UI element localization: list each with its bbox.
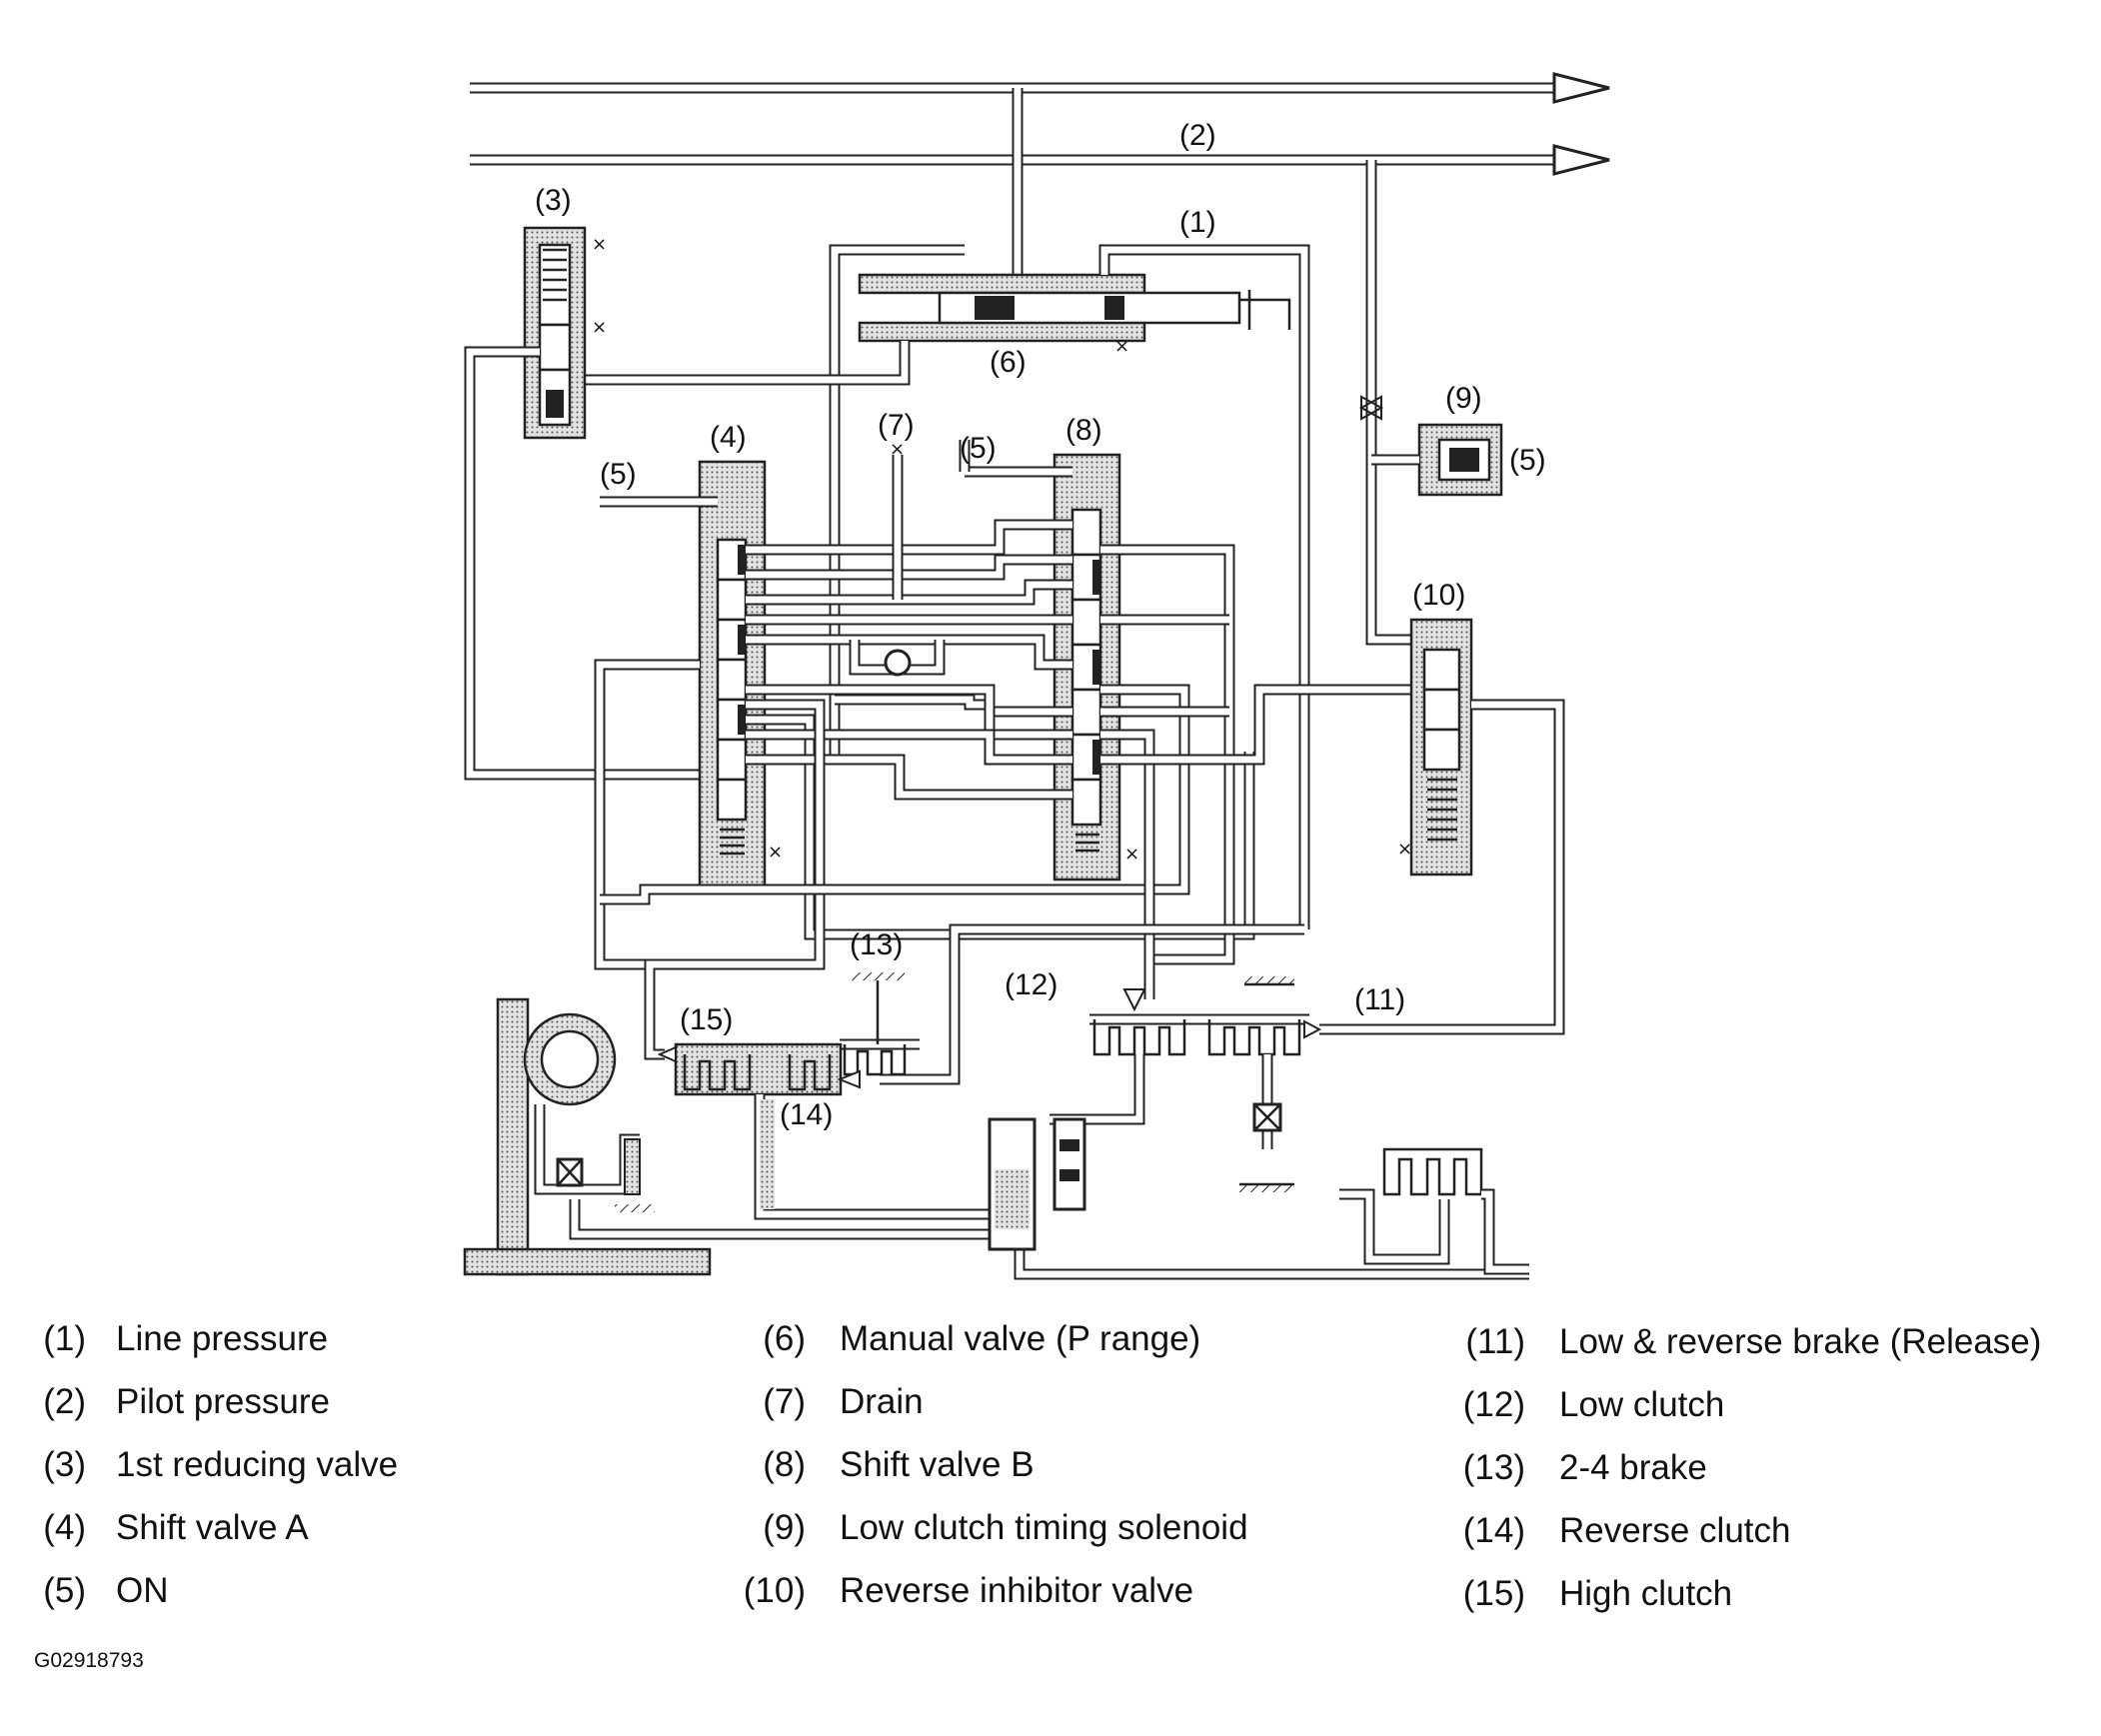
arrow-right-icon: [657, 1045, 677, 1063]
legend-text: Low & reverse brake (Release): [1559, 1322, 2042, 1361]
low-clutch-timing-solenoid: [1371, 423, 1503, 497]
legend-text: Low clutch: [1559, 1385, 1725, 1424]
interconnect-pipes: [594, 455, 1419, 1085]
callout-5: (5): [600, 458, 637, 491]
callout-5: (5): [1509, 444, 1546, 477]
callout-3: (3): [535, 184, 572, 217]
drain-x-icon: ×: [768, 842, 783, 863]
drain-on-pipes: ×: [890, 439, 971, 600]
shift-valve-b: ×: [965, 453, 1139, 881]
callout-6: (6): [990, 346, 1027, 379]
legend-number: (7): [763, 1382, 806, 1421]
legend-number: (5): [43, 1571, 86, 1610]
check-ball-icon: [884, 649, 912, 677]
legend-number: (3): [43, 1445, 86, 1484]
drain-x-icon: ×: [592, 234, 607, 255]
high-and-reverse-clutch: [657, 1042, 1030, 1220]
legend-text: ON: [116, 1571, 169, 1610]
legend-text: Manual valve (P range): [840, 1319, 1201, 1358]
callout-labels: (2) (1) (3) (6) (7) (4) (5) (5) (8) (9) …: [535, 119, 1546, 1131]
drain-x-icon: ×: [1397, 839, 1412, 860]
legend-text: Shift valve B: [840, 1445, 1035, 1484]
callout-7: (7): [878, 409, 915, 442]
legend-text: Reverse inhibitor valve: [840, 1571, 1194, 1610]
arrow-left-icon: [1303, 1019, 1322, 1039]
first-reducing-valve: × ×: [464, 226, 700, 781]
arrow-down-icon: [1122, 988, 1146, 1012]
legend-number: (1): [43, 1319, 86, 1358]
figure-id: G02918793: [34, 1649, 144, 1672]
legend-text: Pilot pressure: [116, 1382, 330, 1421]
callout-12: (12): [1005, 968, 1057, 1001]
callout-5: (5): [960, 432, 997, 465]
legend-number: (2): [43, 1382, 86, 1421]
lower-right-piston: [1339, 1147, 1529, 1275]
low-clutch-and-brake-pack: [1050, 976, 1322, 1192]
callout-1: (2): [1179, 119, 1216, 152]
legend-text: Reverse clutch: [1559, 1511, 1791, 1550]
callout-15: (15): [680, 1003, 733, 1036]
legend-text: Drain: [840, 1382, 924, 1421]
drain-x-icon: ×: [1124, 844, 1139, 865]
legend-text: Low clutch timing solenoid: [840, 1508, 1248, 1547]
legend-number: (6): [763, 1319, 806, 1358]
legend-number: (10): [743, 1571, 806, 1610]
legend-text: High clutch: [1559, 1574, 1733, 1613]
drain-x-icon: ×: [1114, 336, 1129, 357]
callout-8: (8): [1065, 414, 1102, 447]
top-supply-lines: [470, 72, 1610, 646]
legend-text: Shift valve A: [116, 1508, 309, 1547]
legend-text: Line pressure: [116, 1319, 329, 1358]
legend-number: (13): [1462, 1448, 1525, 1487]
drain-x-icon: ×: [592, 317, 607, 338]
arrow-right-icon: [1552, 72, 1610, 104]
legend-number: (14): [1462, 1511, 1525, 1550]
accumulator-block: [988, 1117, 1086, 1251]
legend-text: 1st reducing valve: [116, 1445, 399, 1484]
legend-text: 2-4 brake: [1559, 1448, 1707, 1487]
manual-valve: ×: [570, 244, 1310, 929]
callout-14: (14): [780, 1098, 833, 1131]
callout-11: (11): [1354, 983, 1405, 1016]
legend-number: (11): [1465, 1322, 1525, 1361]
callout-13: (13): [850, 928, 903, 961]
legend-number: (8): [763, 1445, 806, 1484]
legend-number: (15): [1462, 1574, 1525, 1613]
arrow-right-icon: [1552, 144, 1610, 176]
callout-4: (4): [710, 421, 747, 454]
orifice-icon: [1358, 395, 1384, 421]
shift-valve-a: ×: [600, 460, 783, 888]
callout-10: (10): [1412, 579, 1465, 612]
two-four-brake: [840, 972, 920, 1076]
legend-number: (4): [43, 1508, 86, 1547]
callout-9: (9): [1445, 382, 1482, 415]
legend-number: (12): [1462, 1385, 1525, 1424]
drain-x-icon: ×: [890, 439, 905, 460]
reverse-inhibitor-valve: ×: [1319, 618, 1565, 1035]
hydraulic-circuit-diagram: × × × ×: [463, 72, 1610, 1280]
legend-number: (9): [763, 1508, 806, 1547]
callout-1: (1): [1179, 206, 1216, 239]
arrow-left-icon: [837, 1069, 861, 1089]
